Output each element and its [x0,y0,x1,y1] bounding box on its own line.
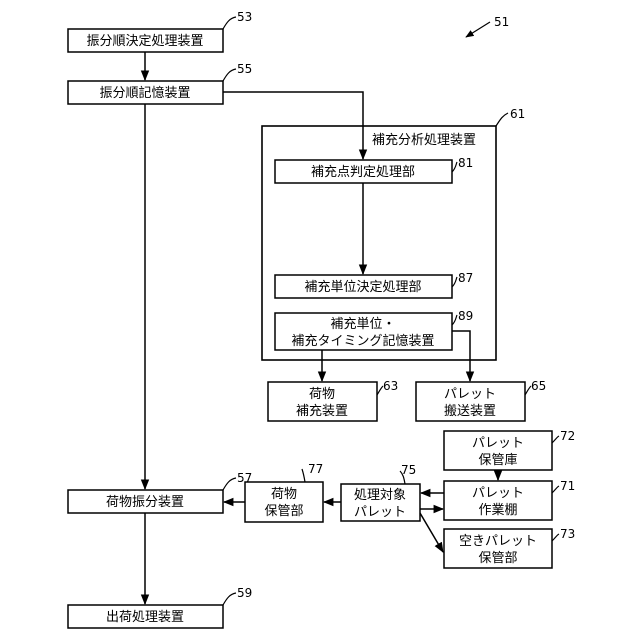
ref-57: 57 [237,471,252,485]
pallet-work-shelf-line2: 作業棚 [478,502,517,518]
replenishment-unit-decision-label: 補充単位決定処理部 [304,279,421,295]
pallet-storage-line1: パレット [472,436,524,451]
ref-73-leader [552,534,559,541]
ref-71: 71 [560,479,575,493]
ref-73: 73 [560,527,575,541]
ref-72-leader [552,436,559,443]
sort-order-storage-label: 振分順記憶装置 [99,85,190,101]
ref-61-leader [496,113,508,126]
replenishment-unit-decision-box: 補充単位決定処理部 87 [275,271,473,298]
package-replenishment-line1: 荷物 [309,387,335,402]
ref-61: 61 [510,107,525,121]
sort-order-storage-box: 振分順記憶装置 55 [68,62,252,104]
shipping-processing-label: 出荷処理装置 [106,610,184,625]
package-storage-line2: 保管部 [264,504,303,519]
shipping-processing-box: 出荷処理装置 59 [68,586,252,628]
ref-53-leader [223,17,236,29]
ref-55-leader [223,69,236,81]
arrow-89-to-65 [452,331,470,381]
sort-order-decision-box: 振分順決定処理装置 53 [68,10,252,52]
package-storage-box: 荷物 保管部 77 [245,462,323,522]
replenishment-timing-storage-line2: 補充タイミング記憶装置 [291,333,434,349]
ref-81: 81 [458,156,473,170]
pallet-transport-line1: パレット [444,387,496,402]
sort-order-decision-label: 振分順決定処理装置 [86,34,203,49]
empty-pallet-storage-line1: 空きパレット [459,534,537,549]
empty-pallet-storage-box: 空きパレット 保管部 73 [444,527,575,568]
ref-71-leader [552,486,559,493]
pallet-storage-line2: 保管庫 [478,453,517,468]
ref-63: 63 [383,379,398,393]
figure-ref-label: 51 [494,15,509,29]
ref-57-leader [223,478,236,490]
ref-77: 77 [308,462,323,476]
package-sorting-box: 荷物振分装置 57 [68,471,252,513]
figure-ref-arrow [466,22,490,37]
pallet-work-shelf-box: パレット 作業棚 71 [444,479,575,520]
target-pallet-line1: 処理対象 [354,488,406,503]
target-pallet-line2: パレット [354,505,406,520]
package-replenishment-line2: 補充装置 [296,403,348,419]
ref-87: 87 [458,271,473,285]
ref-72: 72 [560,429,575,443]
pallet-work-shelf-line1: パレット [472,486,524,501]
empty-pallet-storage-line2: 保管部 [478,551,517,566]
pallet-transport-box: パレット 搬送装置 65 [416,379,546,421]
ref-77-leader [302,469,305,482]
ref-55: 55 [237,62,252,76]
target-pallet-box: 処理対象 パレット 75 [341,463,420,521]
ref-75: 75 [401,463,416,477]
arrow-75-to-73 [420,513,443,552]
pallet-transport-line2: 搬送装置 [444,404,496,419]
replenishment-timing-storage-box: 補充単位・ 補充タイミング記憶装置 89 [275,309,473,350]
ref-59-leader [223,593,236,605]
ref-53: 53 [237,10,252,24]
replenishment-timing-storage-line1: 補充単位・ [330,316,395,332]
replenishment-analysis-label: 補充分析処理装置 [372,132,476,148]
ref-65: 65 [531,379,546,393]
ref-59: 59 [237,586,252,600]
pallet-storage-box: パレット 保管庫 72 [444,429,575,470]
package-storage-line1: 荷物 [271,487,297,502]
replenishment-point-judgment-label: 補充点判定処理部 [311,164,415,180]
replenishment-point-judgment-box: 補充点判定処理部 81 [275,156,473,183]
package-replenishment-box: 荷物 補充装置 63 [268,379,398,421]
ref-89: 89 [458,309,473,323]
package-sorting-label: 荷物振分装置 [106,495,184,510]
